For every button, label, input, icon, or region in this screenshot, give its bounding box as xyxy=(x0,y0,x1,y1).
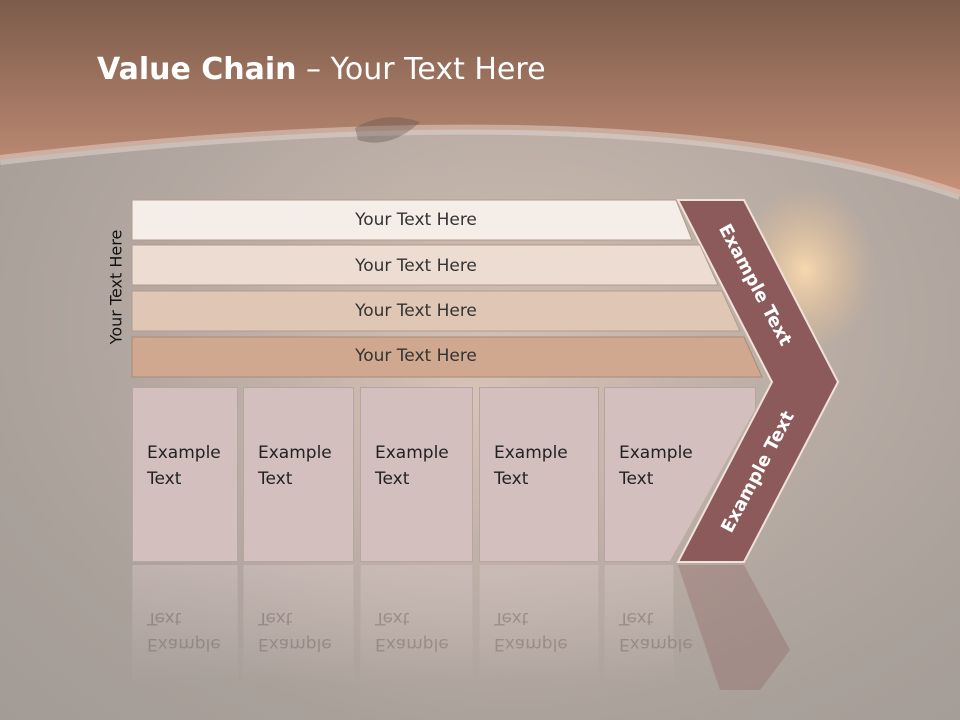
column-line2: Text xyxy=(619,469,654,489)
bar-shape-2 xyxy=(131,244,719,286)
title-bold: Value Chain xyxy=(97,52,297,87)
title-rest: – Your Text Here xyxy=(296,52,546,87)
column-line1: Example xyxy=(258,443,332,463)
column-line2: Text xyxy=(375,469,410,489)
header-band xyxy=(0,0,960,195)
bar-label: Your Text Here xyxy=(355,346,477,366)
column-line1: Example xyxy=(375,443,449,463)
column-line1: Example xyxy=(147,443,221,463)
column-line1: Example xyxy=(494,443,568,463)
bar-label: Your Text Here xyxy=(355,256,477,276)
bar-shape-4 xyxy=(131,336,763,378)
chevron-shape xyxy=(676,199,840,563)
bar-shape-3 xyxy=(131,290,741,332)
column-line1: Example xyxy=(619,443,693,463)
slide-title: Value Chain – Your Text Here xyxy=(97,52,546,87)
column-line2: Text xyxy=(494,469,529,489)
column-line2: Text xyxy=(258,469,293,489)
bar-label: Your Text Here xyxy=(355,210,477,230)
bar-shape-1 xyxy=(131,199,693,241)
eye-shape xyxy=(355,117,420,143)
chevron-reflection xyxy=(678,565,790,690)
column-line2: Text xyxy=(147,469,182,489)
bar-label: Your Text Here xyxy=(355,301,477,321)
header-curve xyxy=(0,124,960,200)
